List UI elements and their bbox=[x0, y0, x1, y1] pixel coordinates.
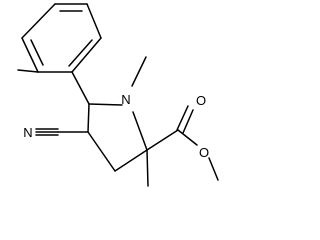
molecule-drawing: N N O O bbox=[17, 3, 219, 187]
bond-carbonyl-o-double-2 bbox=[182, 109, 194, 134]
bond-ar5-ar6 bbox=[21, 37, 39, 73]
nitrile-group bbox=[35, 128, 89, 136]
tolyl-ring bbox=[21, 3, 102, 73]
methyl-ester-group bbox=[146, 105, 219, 181]
bond-c3-c4 bbox=[87, 131, 116, 172]
atom-label-n-ring: N bbox=[121, 92, 130, 107]
bond-ar6-ar1 bbox=[21, 3, 56, 39]
atom-label-o-carbonyl: O bbox=[196, 93, 206, 108]
bond-n1-c2 bbox=[132, 111, 148, 151]
bond-ar2-ar3 bbox=[86, 3, 102, 39]
bond-ester-o-methyl bbox=[208, 157, 219, 181]
bond-c2-c3 bbox=[114, 149, 148, 172]
bond-carbonyl-ester-o bbox=[177, 129, 198, 146]
pyrrolidine-ring bbox=[87, 103, 148, 172]
bond-aryl-methyl bbox=[17, 69, 39, 73]
atom-label-o-ester: O bbox=[199, 145, 209, 160]
bond-n-methyl bbox=[131, 56, 147, 87]
atom-label-n-nitrile: N bbox=[23, 125, 32, 140]
bond-carbonyl-o-double-1 bbox=[176, 105, 189, 131]
bond-c4-c5 bbox=[87, 103, 90, 133]
bond-c2-carbonyl bbox=[146, 129, 179, 151]
bond-ar3-ar4 bbox=[71, 37, 102, 73]
aromatic-inner-bond-left bbox=[30, 39, 44, 66]
bond-aryl-c5 bbox=[71, 71, 90, 105]
structure-canvas: N N O O bbox=[17, 3, 219, 187]
bond-c5-n1 bbox=[88, 103, 123, 106]
bond-c2-methyl bbox=[146, 149, 149, 187]
aromatic-inner-bond-right bbox=[68, 39, 93, 67]
